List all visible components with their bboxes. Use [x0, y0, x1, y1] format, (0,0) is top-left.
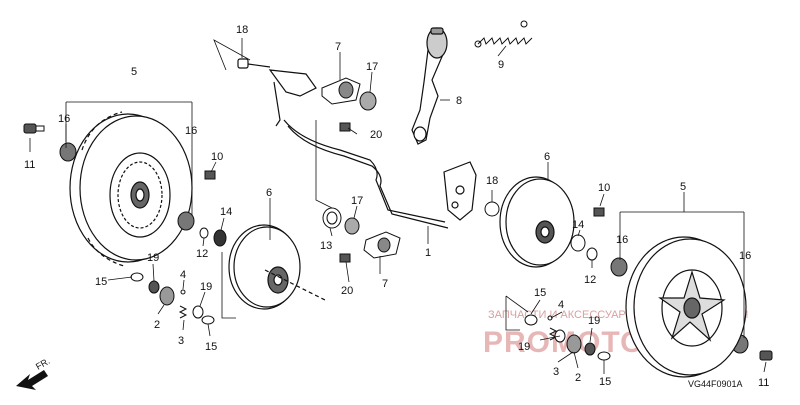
callout-5: 5: [131, 66, 137, 78]
callout-11: 11: [758, 377, 769, 389]
callout-9: 9: [498, 59, 504, 71]
callout-5: 5: [680, 181, 686, 193]
callout-10: 10: [598, 182, 610, 194]
callout-14: 14: [572, 219, 584, 231]
callout-7: 7: [382, 278, 388, 290]
callout-17: 17: [366, 61, 378, 73]
callout-13: 13: [320, 240, 332, 252]
callout-15: 15: [599, 376, 611, 388]
direction-label: FR.: [34, 356, 52, 372]
callout-8: 8: [456, 95, 462, 107]
right-pulley: [499, 176, 575, 268]
callout-20: 20: [370, 129, 382, 141]
leader-lines: [29, 38, 767, 374]
callout-16: 16: [616, 234, 628, 246]
callout-2: 2: [575, 372, 581, 384]
callout-3: 3: [178, 335, 184, 347]
callout-2: 2: [154, 319, 160, 331]
front-direction-arrow: FR.: [16, 356, 52, 390]
callout-19: 19: [147, 252, 159, 264]
callout-12: 12: [196, 248, 208, 260]
callout-10: 10: [211, 151, 223, 163]
callout-18: 18: [236, 24, 248, 36]
callout-19: 19: [518, 341, 530, 353]
callout-4: 4: [180, 269, 186, 281]
callout-16: 16: [739, 250, 751, 262]
right-hardware: [524, 207, 773, 361]
callout-6: 6: [266, 187, 272, 199]
callout-15: 15: [205, 341, 217, 353]
callout-18: 18: [486, 175, 498, 187]
left-wheel: [69, 111, 193, 267]
shaft-assembly: [237, 58, 477, 229]
right-wheel: [625, 236, 747, 378]
callout-3: 3: [553, 366, 559, 378]
callout-17: 17: [351, 195, 363, 207]
callout-20: 20: [341, 285, 353, 297]
callout-14: 14: [220, 206, 232, 218]
callout-11: 11: [24, 159, 35, 171]
callouts: 5 16 16 11 10 12 14 6 19 15 4 2 19 15 3 …: [24, 24, 769, 389]
callout-15: 15: [95, 276, 107, 288]
callout-15: 15: [534, 287, 546, 299]
callout-1: 1: [425, 247, 431, 259]
callout-12: 12: [584, 274, 596, 286]
center-hardware: [321, 77, 500, 263]
spring: [474, 20, 533, 48]
callout-16: 16: [58, 113, 70, 125]
callout-16: 16: [185, 125, 197, 137]
callout-19: 19: [588, 315, 600, 327]
left-hardware: [23, 123, 227, 325]
callout-7: 7: [335, 41, 341, 53]
callout-19: 19: [200, 281, 212, 293]
height-lever: [411, 27, 448, 145]
callout-6: 6: [544, 151, 550, 163]
left-pulley: [228, 224, 326, 310]
callout-4: 4: [558, 299, 564, 311]
diagram-code: VG44F0901A: [688, 379, 743, 389]
